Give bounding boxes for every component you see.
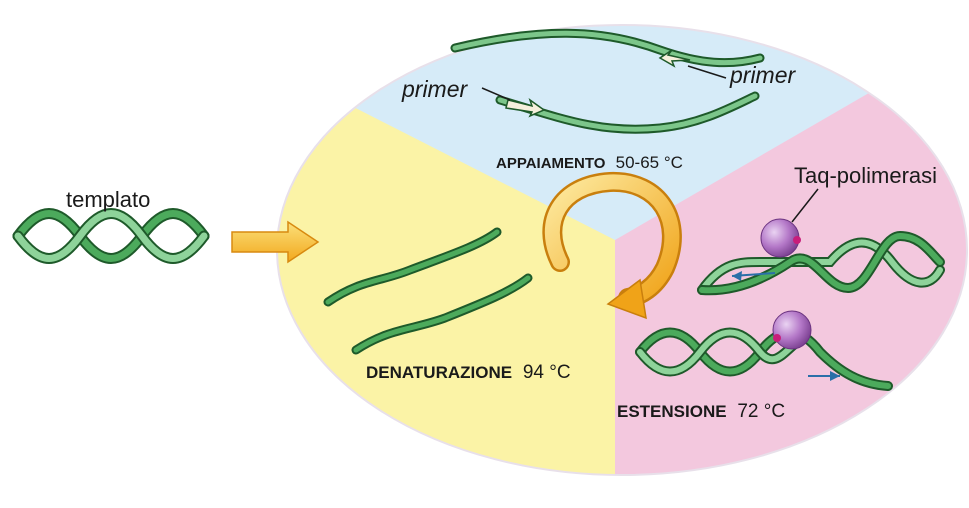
primer-right-icon	[658, 49, 691, 68]
annealing-name: APPAIAMENTO	[496, 155, 606, 172]
annealing-strands	[450, 28, 765, 134]
primer-right-label: primer	[729, 62, 797, 88]
template-label: templato	[66, 187, 150, 212]
annealing-label: APPAIAMENTO 50-65 °C	[496, 153, 683, 172]
taq-polymerase-lower	[772, 310, 812, 350]
cycle-arrow	[542, 171, 682, 320]
primer-right-leader	[687, 65, 727, 79]
annealing-temp: 50-65 °C	[616, 153, 683, 172]
denaturation-temp: 94 °C	[523, 362, 571, 383]
input-arrow	[231, 220, 320, 264]
extension-helix-upper	[697, 230, 945, 296]
taq-active-site-lower	[773, 334, 781, 342]
primer-left-label: primer	[401, 76, 469, 102]
enzyme-leader	[791, 188, 819, 223]
extension-temp: 72 °C	[737, 401, 785, 422]
extension-name: ESTENSIONE	[617, 402, 727, 421]
extension-helix-lower	[635, 327, 893, 391]
taq-polymerase-upper	[760, 218, 800, 258]
denaturation-label: DENATURAZIONE 94 °C	[366, 362, 571, 383]
taq-active-site-upper	[793, 236, 801, 244]
enzyme-label: Taq-polimerasi	[794, 163, 937, 188]
cycle-ellipse	[277, 25, 967, 475]
template-dna-helix	[12, 208, 210, 264]
primer-left-icon	[505, 98, 546, 118]
denaturation-strands	[323, 227, 533, 355]
extension-label: ESTENSIONE 72 °C	[617, 401, 785, 422]
extension-direction-arrowhead-upper	[732, 271, 742, 281]
extension-direction-arrowhead-lower	[830, 371, 840, 381]
primer-left-leader	[481, 87, 511, 101]
denaturation-name: DENATURAZIONE	[366, 363, 512, 382]
